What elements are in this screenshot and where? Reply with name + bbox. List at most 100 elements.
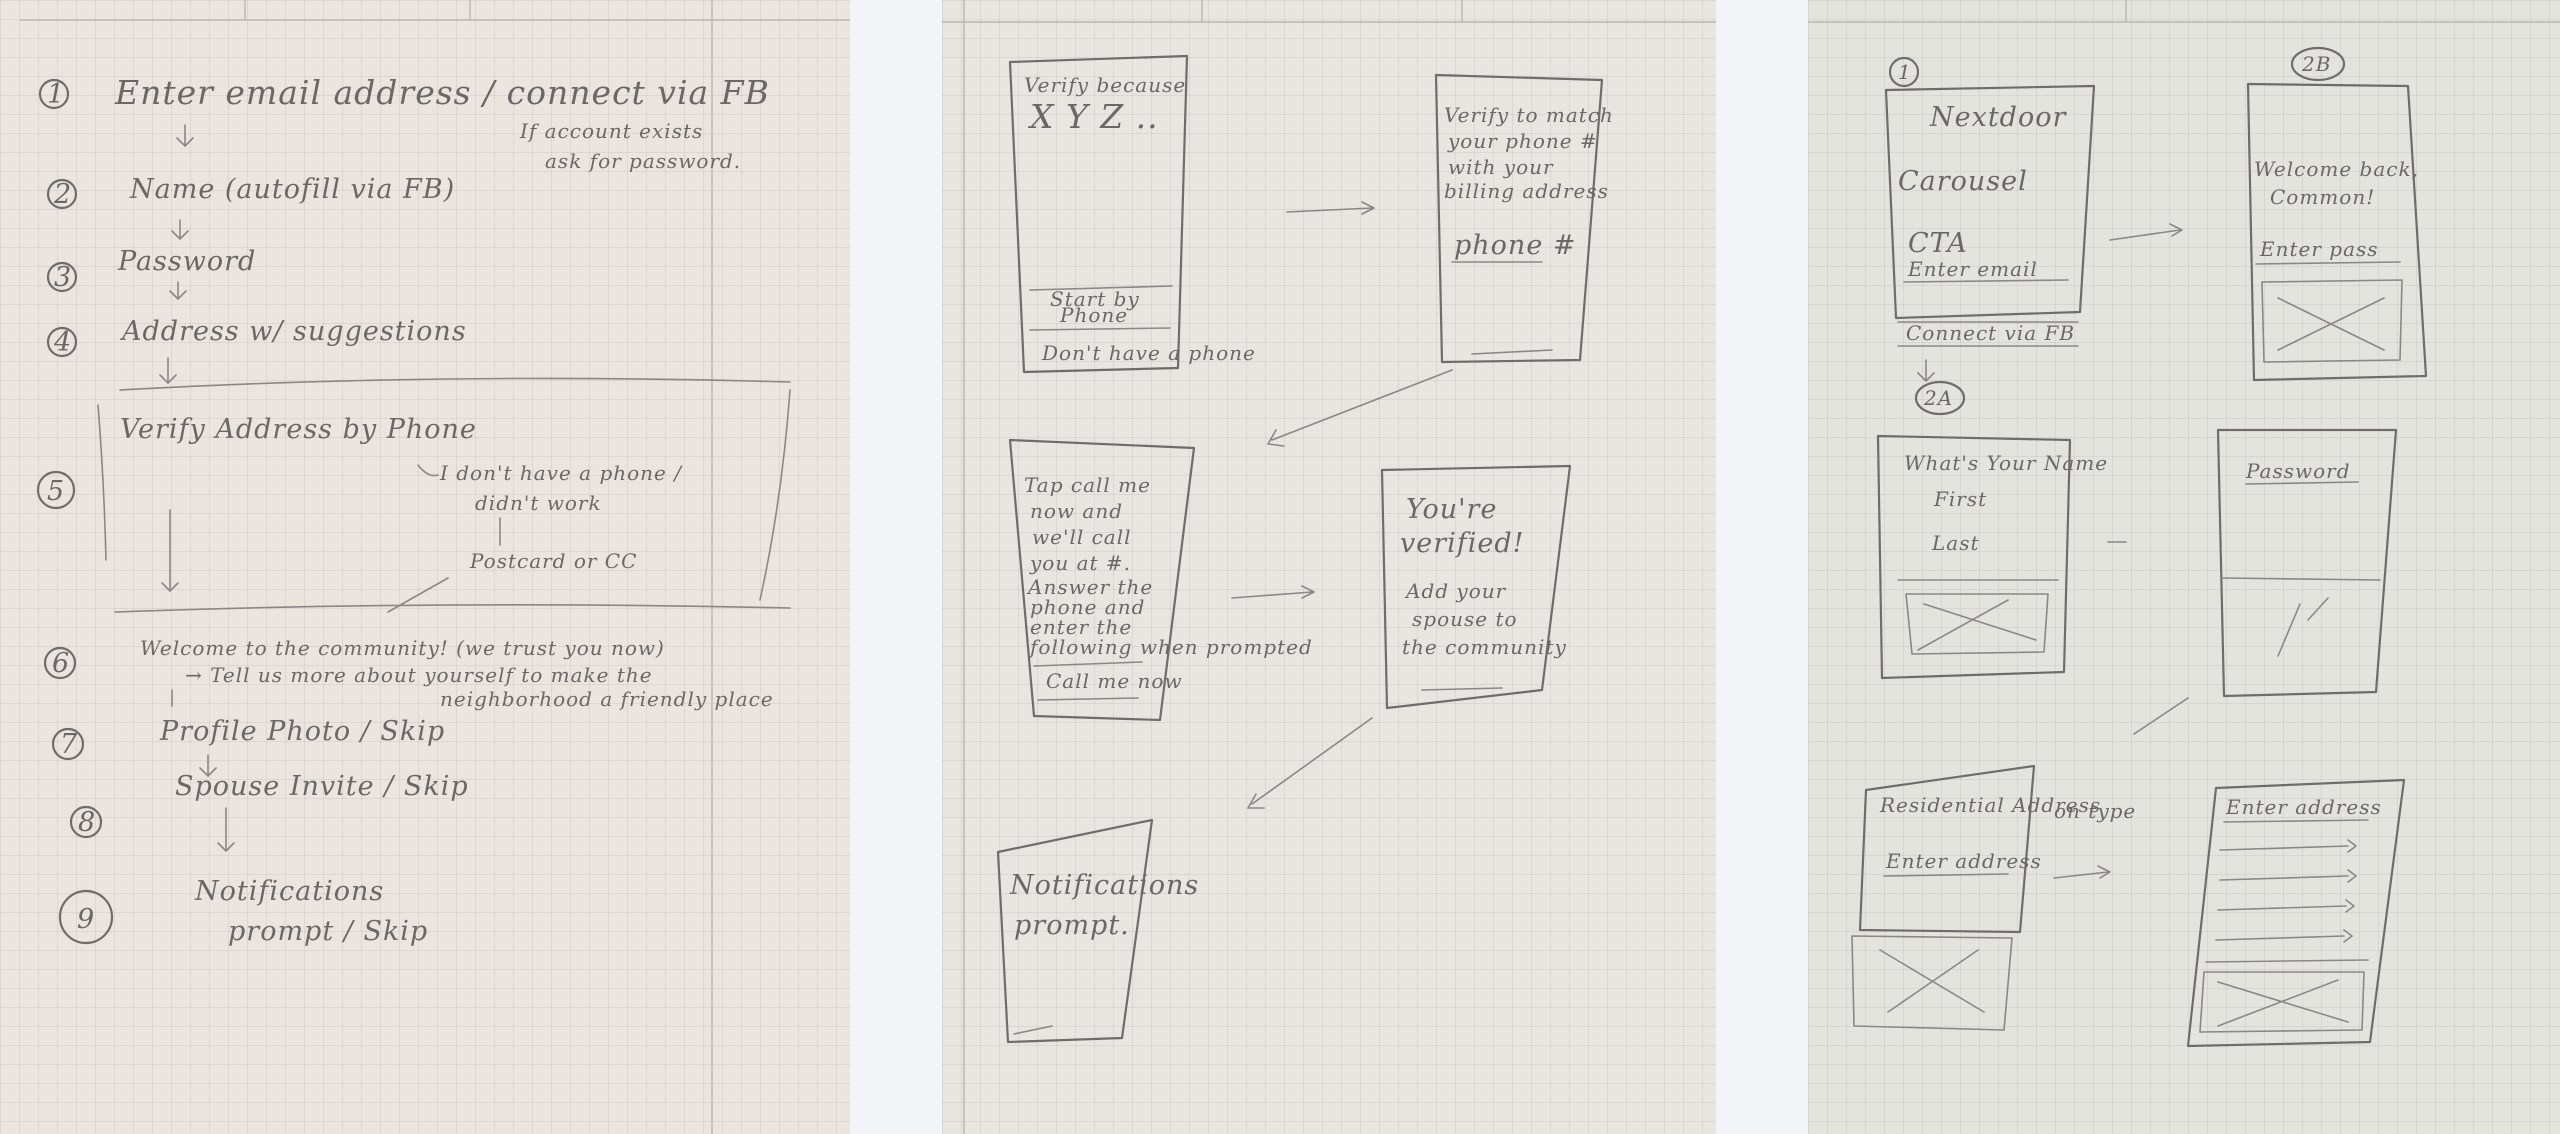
step-number: 7: [60, 729, 78, 760]
landing-email-field: Enter email: [1907, 257, 2038, 281]
address-screen-title: Residential Address: [1879, 793, 2101, 817]
landing-carousel: Carousel: [1898, 166, 2028, 197]
group-bottom-line: [114, 604, 791, 613]
step-circle-4: [46, 326, 78, 358]
group-right-bracket: [759, 389, 791, 601]
phone-copy-line: your phone #: [1447, 129, 1598, 153]
step-note-account-exists: If account exists: [519, 119, 703, 143]
step-text-email: Enter email address / connect via FB: [114, 73, 770, 112]
suggestion-row: [2217, 899, 2355, 913]
notifications-title: Notifications: [1009, 870, 1199, 901]
wireframe-name-screen: [1876, 434, 2072, 680]
callme-copy-line: following when prompted: [1028, 635, 1313, 659]
phone-copy-line: with your: [1448, 155, 1554, 179]
verify-button-phone: Phone: [1059, 303, 1128, 327]
step-circle-1: [38, 78, 70, 110]
step-circle-3: [46, 261, 78, 293]
step-text-spouse-invite: Spouse Invite / Skip: [175, 771, 469, 802]
name-screen-title: What's Your Name: [1904, 451, 2108, 475]
callme-copy-line: now and: [1030, 499, 1123, 523]
wireframe-password-screen: [2216, 428, 2398, 698]
on-type-label: on type: [2054, 799, 2136, 823]
verified-spouse-copy: spouse to: [1412, 607, 1518, 631]
step-number: 5: [47, 476, 65, 507]
step-circle-9: [58, 889, 114, 945]
suggestion-row: [2215, 929, 2353, 943]
verification-wireframes-drawing: Verify because X Y Z .. Start by Phone D…: [942, 0, 1716, 1134]
step-number: 8: [78, 807, 96, 838]
step-circle-2: [46, 178, 78, 210]
screen-label-2a: 2A: [1923, 386, 1953, 410]
callme-copy-line: phone and: [1030, 595, 1145, 619]
onboarding-wireframes-drawing: 1 2B 2A Nextdoor Carousel CTA Enter emai…: [1808, 0, 2560, 1048]
callme-copy-line: we'll call: [1032, 525, 1132, 549]
step5-alt-no-phone: I don't have a phone /: [439, 461, 683, 485]
step-circle-6: [43, 646, 77, 680]
step-text-welcome: Welcome to the community! (we trust you …: [140, 636, 665, 660]
step5-fallback-postcard: Postcard or CC: [469, 549, 637, 573]
landing-brand: Nextdoor: [1929, 102, 2067, 133]
step-text-notifications: Notifications: [194, 876, 384, 907]
verified-spouse-copy: Add your: [1404, 579, 1507, 603]
welcome-back-password-field: Enter pass: [2259, 237, 2379, 261]
phone-copy-line: billing address: [1444, 179, 1609, 203]
wireframe-welcome-back-screen: [2246, 82, 2428, 382]
wireframe-callme-screen: [1008, 438, 1196, 722]
verified-title: You're: [1406, 494, 1497, 525]
wireframe-phone-screen: [1434, 73, 1604, 364]
verify-button-start: Start by: [1050, 287, 1140, 311]
suggestion-row: [2219, 839, 2357, 853]
callme-copy-line: Answer the: [1026, 575, 1153, 599]
step6-sub-tell-us: → Tell us more about yourself to make th…: [185, 663, 653, 687]
step-text-password: Password: [117, 246, 256, 277]
group-left-bracket: [97, 404, 107, 561]
name-first-field: First: [1933, 487, 1987, 511]
step-number: 3: [54, 262, 72, 293]
group-top-line: [119, 377, 791, 391]
welcome-back-name: Common!: [2270, 185, 2375, 209]
phone-number-field: phone #: [1454, 230, 1577, 261]
callme-copy-line: Tap call me: [1024, 473, 1151, 497]
step-text-verify-phone: Verify Address by Phone: [120, 414, 477, 445]
verified-spouse-copy: the community: [1402, 635, 1567, 659]
landing-cta: CTA: [1908, 228, 1968, 259]
step-note-ask-password: ask for password.: [545, 149, 741, 173]
callme-button: Call me now: [1046, 669, 1183, 693]
notifications-prompt: prompt.: [1014, 910, 1130, 941]
password-field: Password: [2245, 459, 2351, 483]
wireframe-notifications-screen: [996, 818, 1154, 1044]
wireframe-verified-screen: [1380, 464, 1572, 710]
wireframe-address-screen: [1858, 764, 2036, 934]
landing-fb-button: Connect via FB: [1906, 321, 2075, 345]
step6-sub-friendly: neighborhood a friendly place: [440, 687, 774, 711]
step-number: 9: [77, 904, 95, 935]
verify-title: Verify because: [1024, 73, 1186, 97]
label-circle-1: [1888, 56, 1920, 88]
step-text-name: Name (autofill via FB): [129, 174, 455, 205]
sketch-page-flow-list: 1 2 3 4 5 6 7 8 9 Enter email address / …: [0, 0, 850, 1134]
label-circle-2a: [1914, 380, 1966, 416]
wireframe-verify-screen: [1008, 54, 1189, 374]
callme-copy-line: enter the: [1030, 615, 1132, 639]
address-field: Enter address: [1885, 849, 2042, 873]
welcome-back-title: Welcome back,: [2254, 157, 2419, 181]
step-circle-8: [69, 805, 103, 839]
screen-label-2b: 2B: [2301, 52, 2331, 76]
wireframe-landing-screen: [1884, 84, 2096, 320]
suggestions-address-field: Enter address: [2225, 795, 2382, 819]
sketch-page-verification: Verify because X Y Z .. Start by Phone D…: [942, 0, 1716, 1134]
step-text-notifications-prompt: prompt / Skip: [228, 916, 428, 947]
step-circle-5: [36, 470, 76, 510]
step-number: 4: [53, 327, 72, 358]
step-number: 6: [52, 648, 70, 679]
suggestion-row: [2219, 869, 2357, 883]
screen-label-1: 1: [1898, 60, 1912, 84]
name-last-field: Last: [1931, 531, 1980, 555]
step-text-address: Address w/ suggestions: [119, 316, 467, 347]
sketch-page-onboarding: 1 2B 2A Nextdoor Carousel CTA Enter emai…: [1808, 0, 2560, 1134]
phone-copy-line: Verify to match: [1444, 103, 1614, 127]
step-circle-7: [51, 727, 85, 761]
step-number: 2: [53, 179, 72, 210]
callme-copy-line: you at #.: [1029, 551, 1131, 575]
verified-title: verified!: [1400, 528, 1525, 559]
